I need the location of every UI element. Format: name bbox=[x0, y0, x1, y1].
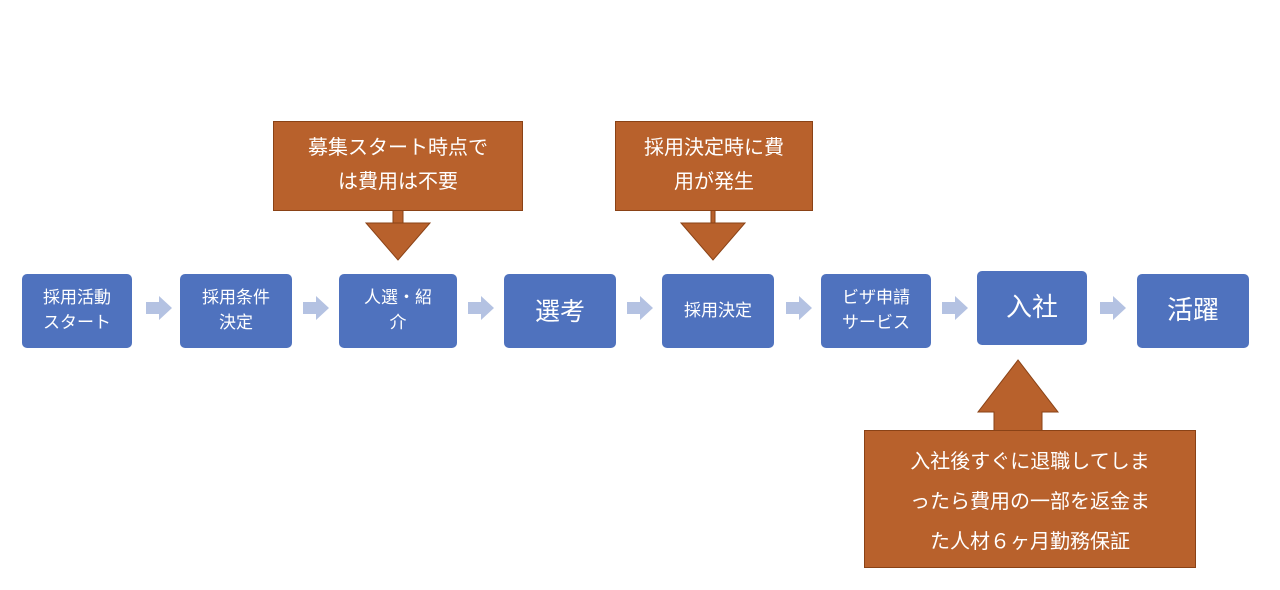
step-recruit-start-line-2: スタート bbox=[43, 313, 111, 333]
step-hiring-terms-line-1: 採用条件 bbox=[202, 288, 270, 308]
callout-hire-decision: 採用決定時に費 用が発生 bbox=[615, 121, 813, 263]
flow-arrow-icon bbox=[146, 296, 172, 320]
step-candidate-referral: 人選・紹介 bbox=[339, 274, 457, 348]
flow-arrow-icon bbox=[942, 296, 968, 320]
step-visa-service: ビザ申請サービス bbox=[821, 274, 931, 348]
flow-arrow-icon bbox=[468, 296, 494, 320]
callout-hire-decision-line-2: 用が発生 bbox=[674, 169, 754, 193]
step-active-label: 活躍 bbox=[1166, 295, 1219, 326]
step-visa-service-line-2: サービス bbox=[842, 313, 910, 333]
callout-recruit-start-line-1: 募集スタート時点で bbox=[308, 135, 488, 159]
callout-recruit-start-line-2: は費用は不要 bbox=[338, 169, 458, 193]
callout-join-guarantee-line-3: た人材６ヶ月勤務保証 bbox=[930, 529, 1130, 553]
step-active: 活躍 bbox=[1137, 274, 1249, 348]
step-hiring-terms-line-2: 決定 bbox=[219, 313, 253, 333]
callout-recruit-start: 募集スタート時点で は費用は不要 bbox=[273, 121, 523, 263]
step-visa-service-line-1: ビザ申請 bbox=[842, 288, 910, 308]
callout-hire-decision-line-1: 採用決定時に費 bbox=[644, 135, 784, 159]
step-joining: 入社 bbox=[977, 271, 1087, 345]
callout-join-guarantee-line-2: ったら費用の一部を返金ま bbox=[910, 489, 1150, 513]
step-hire-decision: 採用決定 bbox=[662, 274, 774, 348]
step-hiring-terms: 採用条件決定 bbox=[180, 274, 292, 348]
step-candidate-referral-line-1: 人選・紹 bbox=[364, 288, 432, 308]
step-joining-label: 入社 bbox=[1005, 292, 1058, 323]
step-selection: 選考 bbox=[504, 274, 616, 348]
callout-join-guarantee-line-1: 入社後すぐに退職してしま bbox=[910, 449, 1150, 473]
step-selection-label: 選考 bbox=[534, 296, 585, 326]
flow-arrow-icon bbox=[1100, 296, 1126, 320]
flow-arrow-icon bbox=[786, 296, 812, 320]
flow-arrow-icon bbox=[303, 296, 329, 320]
step-candidate-referral-line-2: 介 bbox=[389, 313, 407, 333]
step-recruit-start: 採用活動スタート bbox=[22, 274, 132, 348]
flow-arrow-icon bbox=[627, 296, 653, 320]
callout-join-guarantee: 入社後すぐに退職してしま ったら費用の一部を返金ま た人材６ヶ月勤務保証 bbox=[864, 359, 1196, 570]
step-recruit-start-line-1: 採用活動 bbox=[43, 288, 111, 308]
step-hire-decision-label: 採用決定 bbox=[684, 300, 752, 321]
